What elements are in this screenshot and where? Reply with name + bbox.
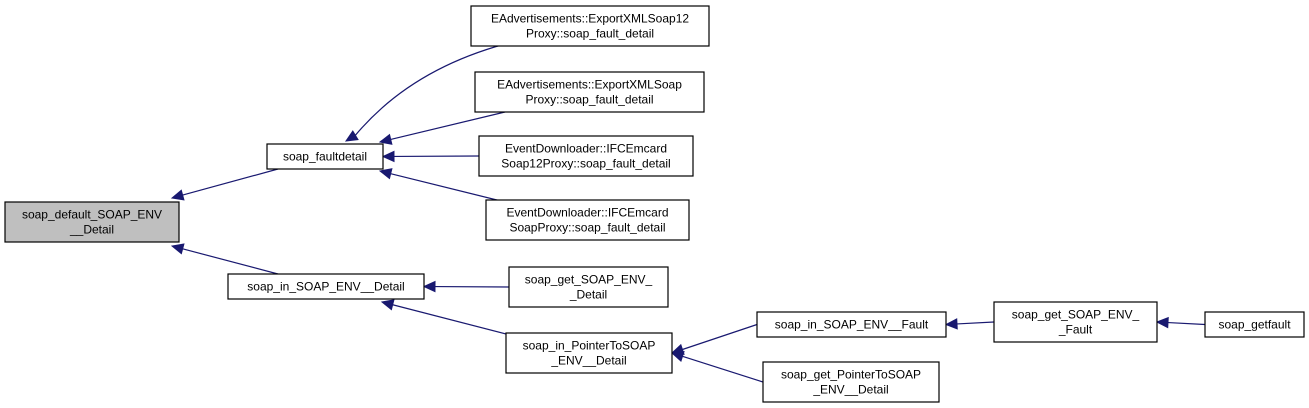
call-edge — [682, 355, 764, 383]
call-edge — [390, 111, 506, 141]
edges-layer — [170, 43, 1206, 383]
node-label: _Fault — [1058, 323, 1093, 337]
graph-node[interactable]: soap_in_SOAP_ENV__Fault — [756, 311, 947, 338]
node-label: _Detail — [569, 288, 607, 302]
node-label: Soap12Proxy::soap_fault_detail — [501, 157, 670, 171]
call-edge — [354, 43, 506, 136]
arrowhead-icon — [1155, 316, 1169, 329]
node-label: EventDownloader::IFCEmcard — [505, 142, 667, 156]
node-label: soap_get_PointerToSOAP — [781, 368, 921, 382]
arrowhead-icon — [381, 150, 395, 163]
graph-node[interactable]: soap_in_PointerToSOAP_ENV__Detail — [505, 332, 673, 374]
graph-node[interactable]: soap_get_PointerToSOAP_ENV__Detail — [762, 361, 940, 403]
node-label: EAdvertisements::ExportXMLSoap12 — [491, 12, 689, 26]
node-box — [993, 301, 1158, 343]
arrowhead-icon — [380, 299, 395, 311]
node-label: soap_in_SOAP_ENV__Detail — [247, 280, 404, 294]
node-label: soap_get_SOAP_ENV_ — [1012, 308, 1140, 322]
node-label: soap_in_PointerToSOAP — [523, 339, 656, 353]
graph-node[interactable]: soap_in_SOAP_ENV__Detail — [227, 273, 425, 300]
graph-node[interactable]: soap_get_SOAP_ENV__Fault — [993, 301, 1158, 343]
node-box — [227, 273, 425, 300]
graph-node[interactable]: soap_default_SOAP_ENV__Detail — [4, 201, 180, 243]
node-box — [478, 135, 694, 177]
arrowhead-icon — [170, 243, 185, 255]
node-label: soap_getfault — [1218, 318, 1291, 332]
node-label: Proxy::soap_fault_detail — [525, 93, 653, 107]
call-edge — [1167, 321, 1206, 326]
graph-node[interactable]: EventDownloader::IFCEmcardSoapProxy::soa… — [485, 199, 690, 241]
node-box — [470, 5, 710, 47]
node-label: EAdvertisements::ExportXMLSoap — [497, 78, 682, 92]
node-label: _ENV__Detail — [812, 383, 888, 397]
arrowhead-icon — [422, 280, 436, 293]
node-box — [485, 199, 690, 241]
node-box — [762, 361, 940, 403]
arrowhead-icon — [378, 168, 393, 180]
graph-node[interactable]: EAdvertisements::ExportXMLSoapProxy::soa… — [474, 71, 705, 113]
node-label: _ENV__Detail — [550, 354, 626, 368]
call-edge — [182, 168, 279, 196]
graph-node[interactable]: soap_getfault — [1204, 311, 1305, 338]
node-box — [505, 332, 673, 374]
call-edge — [682, 323, 758, 351]
node-box — [508, 266, 669, 308]
arrowhead-icon — [170, 189, 185, 201]
node-box — [4, 201, 180, 243]
call-edge — [392, 304, 511, 336]
arrowhead-icon — [378, 133, 393, 145]
arrowhead-icon — [944, 318, 958, 330]
arrowhead-icon — [344, 130, 359, 142]
node-box — [266, 143, 384, 170]
node-label: Proxy::soap_fault_detail — [526, 27, 654, 41]
graph-node[interactable]: soap_get_SOAP_ENV__Detail — [508, 266, 669, 308]
call-edge — [390, 173, 506, 203]
node-box — [1204, 311, 1305, 338]
node-label: SoapProxy::soap_fault_detail — [509, 221, 665, 235]
node-label: soap_in_SOAP_ENV__Fault — [775, 318, 929, 332]
arrowhead-icon — [670, 350, 685, 362]
node-label: __Detail — [69, 223, 114, 237]
node-label: EventDownloader::IFCEmcard — [506, 206, 668, 220]
graph-node[interactable]: soap_faultdetail — [266, 143, 384, 170]
node-box — [474, 71, 705, 113]
graph-node[interactable]: EAdvertisements::ExportXMLSoap12Proxy::s… — [470, 5, 710, 47]
call-edge — [956, 321, 995, 325]
nodes-layer: soap_default_SOAP_ENV__Detail soap_faultd… — [4, 5, 1305, 403]
node-label: soap_get_SOAP_ENV_ — [525, 273, 653, 287]
node-box — [756, 311, 947, 338]
graph-node[interactable]: EventDownloader::IFCEmcardSoap12Proxy::s… — [478, 135, 694, 177]
node-label: soap_faultdetail — [283, 150, 367, 164]
call-edge — [182, 248, 279, 275]
node-label: soap_default_SOAP_ENV — [22, 208, 162, 222]
